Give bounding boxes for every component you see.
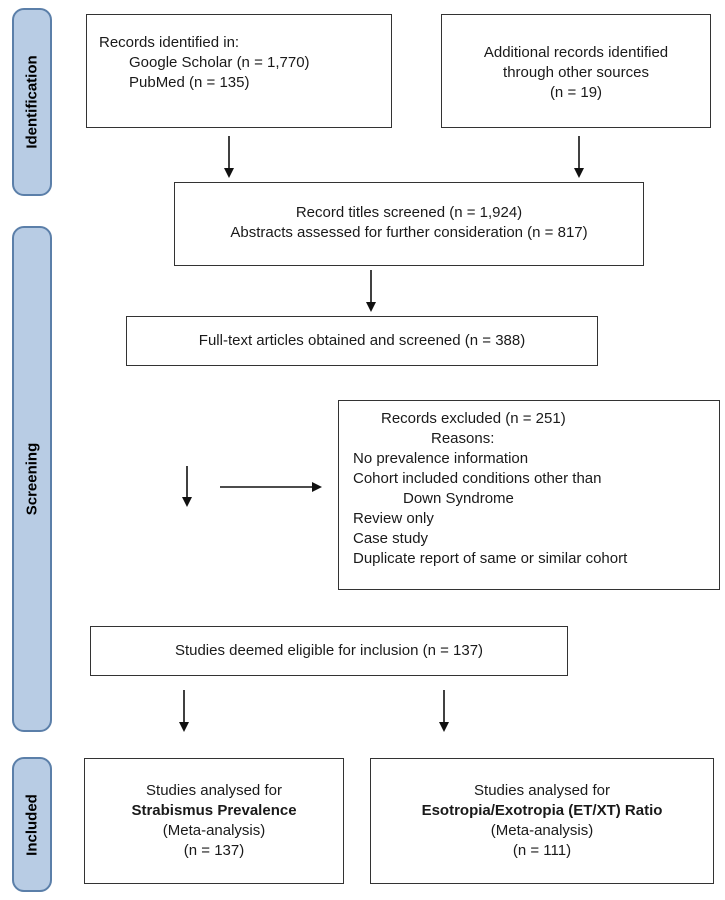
exclusion-reasons-heading: Reasons: — [431, 430, 495, 447]
additional-records-box: Additional records identified through ot… — [441, 14, 711, 128]
screening-stage-tab: Screening — [12, 226, 52, 732]
exclusion-reason: Duplicate report of same or similar coho… — [353, 550, 628, 567]
pubmed-count: PubMed (n = 135) — [129, 74, 250, 91]
strabismus-method: (Meta-analysis) — [162, 822, 266, 839]
records-identified-heading: Records identified in: — [99, 34, 240, 51]
strabismus-prevalence-box: Studies analysed for Strabismus Prevalen… — [84, 758, 344, 884]
etxt-method: (Meta-analysis) — [490, 822, 594, 839]
eligible-box: Studies deemed eligible for inclusion (n… — [90, 626, 568, 676]
etxt-count: (n = 111) — [512, 842, 572, 859]
strabismus-line-1: Studies analysed for — [146, 782, 282, 799]
exclusion-reason: No prevalence information — [353, 450, 529, 467]
full-text-count: Full-text articles obtained and screened… — [198, 332, 526, 349]
etxt-ratio-box: Studies analysed for Esotropia/Exotropia… — [370, 758, 714, 884]
etxt-line-1: Studies analysed for — [474, 782, 610, 799]
titles-screened-count: Record titles screened (n = 1,924) — [295, 204, 523, 221]
exclusion-reason: Review only — [353, 510, 434, 527]
exclusion-reason: Cohort included conditions other than — [353, 470, 602, 487]
exclusion-reason: Case study — [353, 530, 429, 547]
etxt-ratio-title: Esotropia/Exotropia (ET/XT) Ratio — [421, 802, 663, 819]
titles-screened-box: Record titles screened (n = 1,924) Abstr… — [174, 182, 644, 266]
records-identified-box: Records identified in: Google Scholar (n… — [86, 14, 392, 128]
additional-records-line-1: Additional records identified — [483, 44, 669, 61]
strabismus-prevalence-title: Strabismus Prevalence — [131, 802, 297, 819]
strabismus-count: (n = 137) — [183, 842, 245, 859]
records-excluded-count: Records excluded (n = 251) — [381, 410, 566, 427]
records-excluded-box: Records excluded (n = 251) Reasons: No p… — [338, 400, 720, 590]
identification-stage-tab: Identification — [12, 8, 52, 196]
eligible-count: Studies deemed eligible for inclusion (n… — [174, 642, 484, 659]
full-text-box: Full-text articles obtained and screened… — [126, 316, 598, 366]
abstracts-assessed-count: Abstracts assessed for further considera… — [230, 224, 588, 241]
exclusion-reason: Down Syndrome — [403, 490, 514, 507]
additional-records-count: (n = 19) — [549, 84, 603, 101]
additional-records-line-2: through other sources — [503, 64, 649, 81]
google-scholar-count: Google Scholar (n = 1,770) — [129, 54, 310, 71]
included-stage-tab: Included — [12, 757, 52, 892]
